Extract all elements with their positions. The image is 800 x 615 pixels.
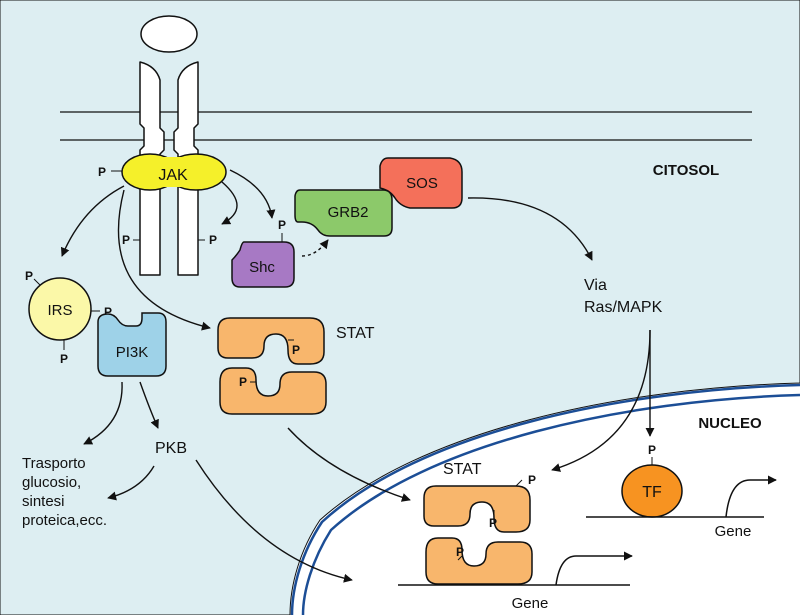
pkb-label: PKB bbox=[155, 440, 187, 457]
jak-kinase: JAK bbox=[121, 153, 227, 191]
stat-cytosol-phospho-lower: P bbox=[239, 375, 247, 389]
arrow-jak-to-receptor-p bbox=[221, 181, 238, 225]
outcome-line4: proteica,ecc. bbox=[22, 512, 107, 529]
ligand-icon bbox=[140, 15, 198, 53]
arrow-sos-to-ras bbox=[467, 197, 593, 261]
transcription-start-stat-icon bbox=[555, 551, 633, 586]
stat-nucleus-phospho-lower: P bbox=[456, 545, 464, 559]
arrow-pi3k-to-transport bbox=[83, 381, 123, 445]
arrow-jak-to-shc bbox=[229, 169, 276, 219]
stat-dimer-cytosol: P P bbox=[217, 317, 327, 415]
arrow-pkb-to-nucleus bbox=[195, 459, 353, 583]
arrow-pi3k-to-pkb bbox=[139, 381, 159, 429]
nuclear-envelope-inner bbox=[301, 393, 800, 615]
nucleus-label: NUCLEO bbox=[698, 415, 762, 432]
shc-label: Shc bbox=[249, 259, 275, 276]
shc-phospho-label: P bbox=[278, 218, 286, 232]
gene-tf-label: Gene bbox=[715, 523, 752, 540]
stat-monomer-upper bbox=[217, 317, 325, 365]
jak-label: JAK bbox=[158, 167, 188, 184]
stat-monomer-lower bbox=[219, 367, 327, 415]
nuclear-envelope-outer bbox=[290, 383, 800, 615]
tf-phospho-label: P bbox=[648, 443, 656, 457]
stat-nucleus-label: STAT bbox=[443, 461, 482, 478]
stat-nucleus-monomer-lower bbox=[425, 537, 533, 585]
stat-cytosol-label: STAT bbox=[336, 325, 375, 342]
arrow-ras-to-stat-nucleus bbox=[551, 329, 651, 472]
arrow-jak-to-stat bbox=[117, 189, 211, 331]
pi3k-label: PI3K bbox=[116, 344, 149, 361]
jak-phospho-label: P bbox=[98, 165, 106, 179]
irs-label: IRS bbox=[47, 302, 72, 319]
irs-phospho-bottom: P bbox=[60, 352, 68, 366]
stat-nucleus-phospho-top: P bbox=[528, 473, 536, 487]
stat-nucleus-monomer-upper bbox=[423, 485, 531, 533]
outcome-line2: glucosio, bbox=[22, 474, 81, 491]
sos-protein: SOS bbox=[379, 157, 463, 209]
arrow-pkb-to-outcome bbox=[107, 465, 155, 501]
gene-nucleus-label: Gene bbox=[512, 595, 549, 612]
irs-protein: IRS bbox=[28, 277, 92, 341]
arrow-jak-to-irs bbox=[60, 185, 125, 257]
shc-protein: Shc bbox=[231, 241, 295, 288]
sos-label: SOS bbox=[406, 175, 438, 192]
receptor-phospho-right: P bbox=[209, 233, 217, 247]
irs-phospho-top: P bbox=[25, 269, 33, 283]
cytosol-label: CITOSOL bbox=[653, 162, 719, 179]
outcome-line3: sintesi bbox=[22, 493, 65, 510]
tf-protein: TF bbox=[621, 464, 683, 518]
grb2-label: GRB2 bbox=[328, 204, 369, 221]
outcome-line1: Trasporto bbox=[22, 455, 86, 472]
tf-label: TF bbox=[642, 484, 662, 501]
pathway-label-line2: Ras/MAPK bbox=[584, 299, 663, 316]
stat-nucleus-phospho-upper: P bbox=[489, 516, 497, 530]
arrow-shc-to-grb2 bbox=[301, 239, 329, 257]
stat-dimer-nucleus: P P P bbox=[423, 473, 536, 585]
arrow-stat-to-nucleus bbox=[287, 427, 411, 502]
receptor-phospho-left: P bbox=[122, 233, 130, 247]
stat-cytosol-phospho-upper: P bbox=[292, 343, 300, 357]
grb2-protein: GRB2 bbox=[294, 189, 393, 237]
transcription-start-tf-icon bbox=[725, 475, 777, 518]
irs-phospho-right: P bbox=[104, 305, 112, 319]
pi3k-protein: PI3K bbox=[97, 312, 167, 377]
pathway-label-line1: Via bbox=[584, 277, 607, 294]
